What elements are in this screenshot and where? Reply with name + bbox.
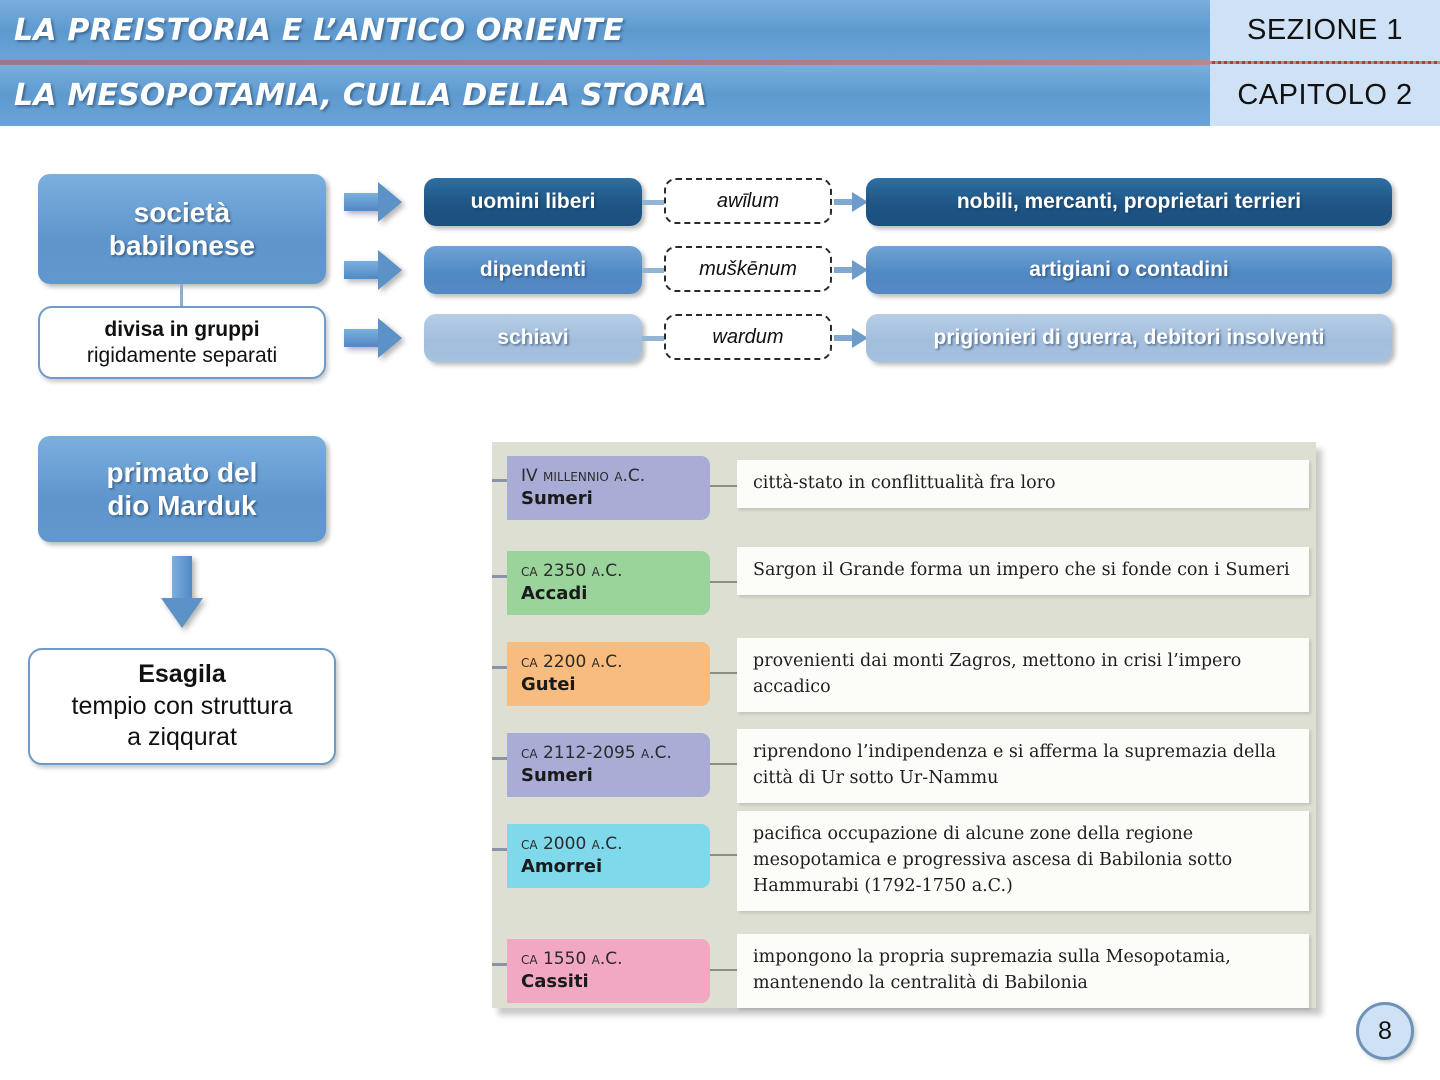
timeline-description-2: provenienti dai monti Zagros, mettono in…: [737, 638, 1309, 712]
header-dotted-separator: [1212, 61, 1440, 64]
timeline-link-3: [710, 763, 737, 765]
header-title-line2: LA MESOPOTAMIA, CULLA DELLA STORIA: [14, 77, 708, 113]
header-band-primary: LA PREISTORIA E L’ANTICO ORIENTE: [0, 0, 1210, 61]
timeline-description-5: impongono la propria supremazia sulla Me…: [737, 934, 1309, 1008]
slide-header: LA PREISTORIA E L’ANTICO ORIENTE LA MESO…: [0, 0, 1440, 126]
timeline-tick-0: [492, 479, 507, 482]
timeline-chip-0: IV millennio a.C. Sumeri: [507, 456, 710, 521]
timeline-chip-1: ca 2350 a.C. Accadi: [507, 551, 710, 616]
header-band-secondary: LA MESOPOTAMIA, CULLA DELLA STORIA: [0, 64, 1210, 126]
mini-arrow-icon-1: [834, 260, 868, 280]
marduk-line1: primato del: [106, 456, 258, 488]
esagila-box: Esagila tempio con struttura a ziqqurat: [28, 648, 336, 765]
timeline-link-1: [710, 581, 737, 583]
header-chapter-panel: CAPITOLO 2: [1210, 64, 1440, 126]
timeline-description-1: Sargon il Grande forma un impero che si …: [737, 547, 1309, 595]
section-label: SEZIONE 1: [1247, 14, 1403, 46]
class-name-box-0: uomini liberi: [424, 178, 642, 226]
timeline-tick-3: [492, 757, 507, 760]
class-members-box-0: nobili, mercanti, proprietari terrieri: [866, 178, 1392, 226]
timeline-link-4: [710, 854, 737, 856]
arrow-right-icon-row3: [344, 318, 402, 358]
society-connector-line: [180, 284, 183, 306]
timeline-tick-1: [492, 575, 507, 578]
timeline-tick-4: [492, 848, 507, 851]
page-number: 8: [1378, 1016, 1392, 1045]
page-number-badge: 8: [1356, 1002, 1414, 1060]
timeline-chip-2: ca 2200 a.C. Gutei: [507, 642, 710, 707]
chapter-label: CAPITOLO 2: [1237, 78, 1413, 111]
mini-arrow-icon-2: [834, 328, 868, 348]
timeline-tick-2: [492, 666, 507, 669]
timeline-description-0: città-stato in conflittualità fra loro: [737, 460, 1309, 508]
timeline-people-2: Gutei: [521, 674, 576, 696]
timeline-tick-5: [492, 963, 507, 966]
timeline-era-3: ca 2112-2095 a.C.: [521, 743, 672, 763]
timeline-description-3: riprendono l’indipendenza e si afferma l…: [737, 729, 1309, 803]
timeline-people-0: Sumeri: [521, 488, 593, 510]
marduk-line2: dio Marduk: [107, 490, 257, 521]
akkadian-term-box-2: wardum: [664, 314, 832, 360]
timeline-panel: IV millennio a.C. Sumeri città-stato in …: [492, 442, 1316, 1008]
esagila-desc-line1: tempio con struttura: [71, 691, 293, 720]
connector-line-1: [642, 268, 664, 273]
connector-line-0: [642, 200, 664, 205]
society-main-box: società babilonese: [38, 174, 326, 284]
timeline-era-1: ca 2350 a.C.: [521, 561, 623, 581]
mini-arrow-icon-0: [834, 192, 868, 212]
akkadian-term-box-1: muškēnum: [664, 246, 832, 292]
timeline-era-2: ca 2200 a.C.: [521, 652, 623, 672]
timeline-link-5: [710, 969, 737, 971]
timeline-link-2: [710, 672, 737, 674]
timeline-chip-3: ca 2112-2095 a.C. Sumeri: [507, 733, 710, 798]
akkadian-term-box-0: awīlum: [664, 178, 832, 224]
esagila-title: Esagila: [138, 660, 226, 689]
timeline-era-4: ca 2000 a.C.: [521, 834, 623, 854]
arrow-right-icon-row2: [344, 250, 402, 290]
timeline-era-5: ca 1550 a.C.: [521, 949, 623, 969]
marduk-primacy-box: primato del dio Marduk: [38, 436, 326, 542]
class-name-box-1: dipendenti: [424, 246, 642, 294]
timeline-link-0: [710, 485, 737, 487]
header-section-panel: SEZIONE 1: [1210, 0, 1440, 61]
connector-line-2: [642, 336, 664, 341]
timeline-people-3: Sumeri: [521, 765, 593, 787]
class-name-box-2: schiavi: [424, 314, 642, 362]
society-main-line2: babilonese: [108, 230, 256, 261]
timeline-people-5: Cassiti: [521, 971, 589, 993]
society-main-line1: società: [133, 196, 231, 228]
timeline-chip-4: ca 2000 a.C. Amorrei: [507, 824, 710, 889]
arrow-down-icon: [161, 556, 203, 628]
esagila-desc-line2: a ziqqurat: [127, 723, 237, 752]
timeline-people-1: Accadi: [521, 583, 588, 605]
society-note-bold: divisa in gruppi: [104, 317, 260, 341]
class-members-box-1: artigiani o contadini: [866, 246, 1392, 294]
header-title-line1: LA PREISTORIA E L’ANTICO ORIENTE: [14, 13, 624, 48]
timeline-people-4: Amorrei: [521, 856, 603, 878]
arrow-right-icon-row1: [344, 182, 402, 222]
society-note-plain: rigidamente separati: [86, 343, 278, 367]
society-note-box: divisa in gruppi rigidamente separati: [38, 306, 326, 379]
timeline-chip-5: ca 1550 a.C. Cassiti: [507, 939, 710, 1004]
timeline-era-0: IV millennio a.C.: [521, 466, 646, 486]
header-separator-bar: [0, 60, 1440, 65]
timeline-description-4: pacifica occupazione di alcune zone dell…: [737, 811, 1309, 911]
class-members-box-2: prigionieri di guerra, debitori insolven…: [866, 314, 1392, 362]
